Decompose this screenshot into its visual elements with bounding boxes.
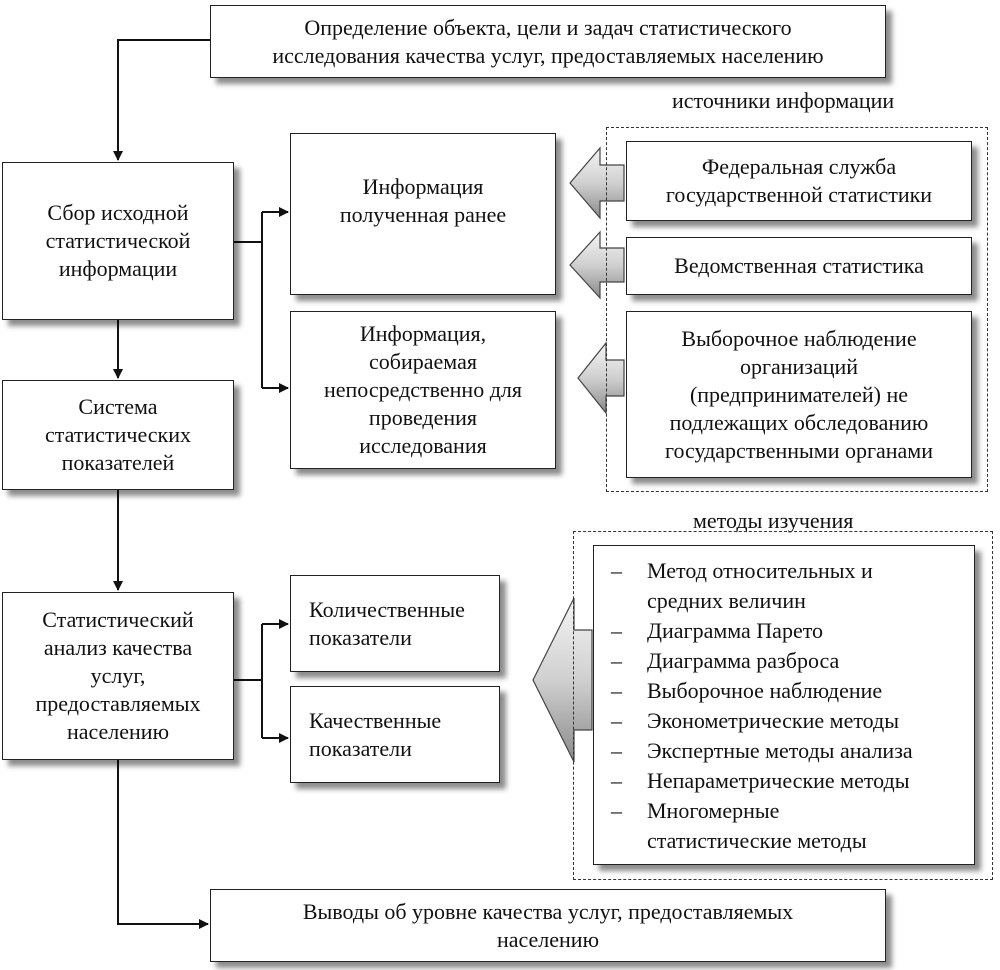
methods-arrow xyxy=(532,597,593,763)
system-text: Система статистических показателей xyxy=(45,394,191,475)
sources-caption: источники информации xyxy=(672,88,895,113)
source-rosstat-text: Федеральная служба государственной стати… xyxy=(665,154,933,207)
quantitative-box: Количественные показатели xyxy=(290,575,500,672)
sources-group-border xyxy=(606,127,988,492)
info-direct-box: Информация, собираемая непосредственно д… xyxy=(290,311,556,469)
definition-box: Определение объекта, цели и задач статис… xyxy=(210,5,886,78)
quantitative-text: Количественные показатели xyxy=(309,596,465,650)
arrow-analysis-to-conclusions xyxy=(117,760,209,929)
arrow-definition-to-collection xyxy=(113,39,210,161)
system-box: Система статистических показателей xyxy=(2,380,234,490)
method-item: –Экспертные методы анализа xyxy=(611,738,913,763)
info-prior-box: Информация полученная ранее xyxy=(290,133,556,295)
definition-text: Определение объекта, цели и задач статис… xyxy=(272,14,824,68)
method-item: –Диаграмма разброса xyxy=(611,648,840,673)
method-item: –Эконометрические методы xyxy=(611,708,900,733)
methods-caption: методы изучения xyxy=(693,508,854,533)
branch-collection-to-info xyxy=(234,212,263,388)
source-sample-box: Выборочное наблюдение организаций (предп… xyxy=(626,311,972,478)
method-item: –Непараметрические методы xyxy=(611,768,910,793)
method-item: –Выборочное наблюдение xyxy=(611,678,883,703)
conclusions-box: Выводы об уровне качества услуг, предост… xyxy=(210,889,886,962)
methods-group-border xyxy=(573,531,993,880)
collection-box: Сбор исходной статистической информации xyxy=(2,162,234,320)
info-direct-text: Информация, собираемая непосредственно д… xyxy=(323,321,523,458)
branch-analysis-to-indicators xyxy=(234,624,263,738)
analysis-box: Статистический анализ качества услуг, пр… xyxy=(2,592,234,760)
qualitative-text: Качественные показатели xyxy=(309,707,442,761)
method-item: –Диаграмма Парето xyxy=(611,618,824,643)
source-departmental-box: Ведомственная статистика xyxy=(626,237,972,295)
qualitative-box: Качественные показатели xyxy=(290,686,500,783)
conclusions-text: Выводы об уровне качества услуг, предост… xyxy=(302,898,794,952)
collection-text: Сбор исходной статистической информации xyxy=(45,200,191,281)
info-prior-text: Информация полученная ранее xyxy=(339,174,507,227)
source-arrow-1 xyxy=(569,146,625,220)
source-sample-text: Выборочное наблюдение организаций (предп… xyxy=(664,325,934,463)
source-arrow-2 xyxy=(569,230,625,300)
source-departmental-text: Ведомственная статистика xyxy=(674,253,924,278)
source-rosstat-box: Федеральная служба государственной стати… xyxy=(626,141,972,221)
analysis-text: Статистический анализ качества услуг, пр… xyxy=(35,607,201,744)
